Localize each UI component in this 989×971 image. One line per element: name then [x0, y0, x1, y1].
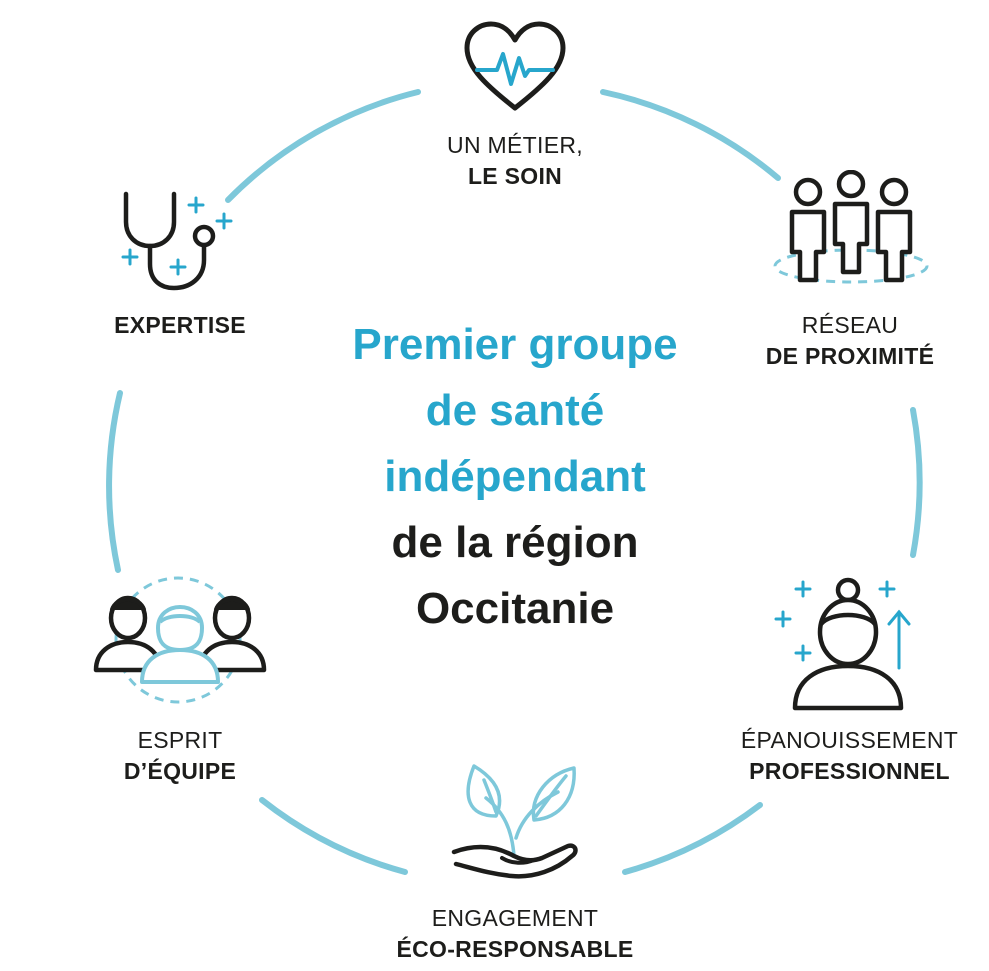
ring-arc-bottom-right: [622, 802, 763, 875]
ring-arc-bottom-left: [259, 797, 408, 875]
value-label-metier: UN MÉTIER, LE SOIN: [415, 130, 615, 192]
value-label-epanouissement: ÉPANOUISSEMENT PROFESSIONNEL: [712, 725, 987, 787]
esprit-line2: D’ÉQUIPE: [123, 758, 237, 784]
ring-arc-left: [106, 390, 123, 573]
value-label-reseau: RÉSEAU DE PROXIMITÉ: [730, 310, 970, 372]
esprit-line1: ESPRIT: [137, 727, 223, 753]
engagement-line2: ÉCO-RESPONSABLE: [396, 936, 634, 962]
heart-pulse-icon: [464, 21, 566, 111]
center-highlight-line-2: de santé: [425, 386, 605, 435]
ring-arc-top-right: [600, 89, 781, 181]
value-label-esprit: ESPRIT D’ÉQUIPE: [80, 725, 280, 787]
people-group-icon: [773, 170, 929, 284]
metier-line1: UN MÉTIER,: [447, 132, 583, 158]
team-icon: [93, 576, 267, 704]
ring-arc-top-left: [225, 89, 421, 203]
stethoscope-icon: [121, 191, 233, 291]
reseau-line2: DE PROXIMITÉ: [765, 343, 935, 369]
center-heading: Premier groupe de santé indépendant de l…: [300, 312, 730, 642]
plant-in-hand-icon: [451, 764, 578, 879]
center-highlight-line-3: indépendant: [384, 452, 646, 501]
epanouissement-line1: ÉPANOUISSEMENT: [740, 727, 959, 753]
metier-line2: LE SOIN: [467, 163, 563, 189]
engagement-line1: ENGAGEMENT: [431, 905, 599, 931]
center-highlight-line-1: Premier groupe: [352, 320, 678, 369]
value-label-expertise: EXPERTISE: [80, 310, 280, 341]
reseau-line1: RÉSEAU: [801, 312, 899, 338]
person-growth-icon: [774, 577, 911, 711]
value-label-engagement: ENGAGEMENT ÉCO-RESPONSABLE: [355, 903, 675, 965]
ring-arc-right: [910, 407, 923, 558]
center-dark-line-1: de la région: [391, 518, 639, 567]
epanouissement-line2: PROFESSIONNEL: [749, 758, 950, 784]
center-dark-line-2: Occitanie: [415, 584, 615, 633]
expertise-line2: EXPERTISE: [114, 312, 246, 338]
